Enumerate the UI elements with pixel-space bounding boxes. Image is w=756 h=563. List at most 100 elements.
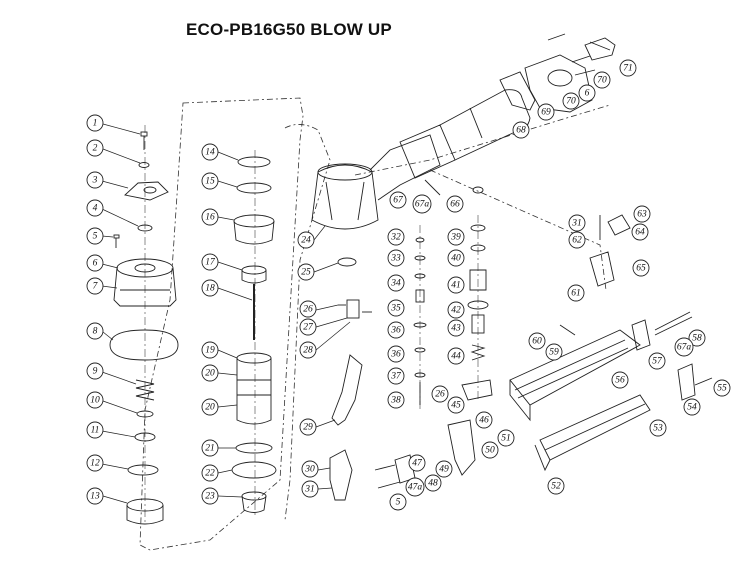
callout-circle [86, 277, 104, 295]
callout-label: 31 [571, 219, 582, 229]
callout-53: 5 [389, 493, 407, 511]
callout-label: 57 [652, 357, 663, 367]
callout-circle [578, 84, 596, 102]
part-piston-17 [241, 265, 267, 284]
callout-label: 36 [390, 326, 401, 336]
callout-circle [446, 195, 464, 213]
callout-15: 15 [201, 172, 219, 190]
callout-circle [86, 139, 104, 157]
callout-circle [387, 345, 405, 363]
part-cylinder-19-20 [236, 352, 272, 425]
callout-48: 26 [431, 385, 449, 403]
callout-circle [299, 418, 317, 436]
callout-label: 42 [451, 306, 461, 316]
part-oring-21 [235, 442, 273, 454]
callout-78: 70 [562, 92, 580, 110]
callout-circle [389, 493, 407, 511]
part-screws-misc [424, 33, 596, 336]
callout-label: 49 [439, 465, 449, 475]
callout-19: 19 [201, 341, 219, 359]
callout-circle [201, 172, 219, 190]
callout-circle [447, 249, 465, 267]
callout-label: 39 [450, 233, 461, 243]
callout-label: 7 [93, 282, 99, 292]
callout-circle [713, 379, 731, 397]
callout-label: 3 [92, 176, 98, 186]
part-bumper-13 [126, 498, 164, 525]
callout-label: 20 [205, 403, 215, 413]
callout-label: 46 [479, 416, 489, 426]
callout-circle [86, 171, 104, 189]
callout-circle [86, 454, 104, 472]
part-body-24 [311, 134, 441, 230]
callout-label: 67a [415, 200, 430, 210]
callout-group: 1234567891011121314151617181920202122232… [86, 59, 731, 511]
callout-77: 69 [537, 103, 555, 121]
callout-label: 59 [549, 348, 559, 358]
callout-55: 50 [481, 441, 499, 459]
callout-71: 64 [631, 223, 649, 241]
group-outline-middle [284, 124, 331, 521]
callout-69: 31 [568, 214, 586, 232]
callout-circle [299, 341, 317, 359]
callout-circle [447, 396, 465, 414]
callout-circle [545, 343, 563, 361]
part-trigger-29 [331, 354, 363, 426]
callout-circle [389, 191, 407, 209]
callout-label: 5 [396, 498, 401, 508]
callout-68: 62 [568, 231, 586, 249]
callout-label: 40 [451, 254, 461, 264]
callout-label: 4 [93, 204, 98, 214]
callout-33: 32 [387, 228, 405, 246]
callout-circle [86, 421, 104, 439]
callout-36: 35 [387, 299, 405, 317]
part-safety-30 [329, 449, 353, 501]
callout-label: 51 [501, 434, 511, 444]
callout-circle [387, 274, 405, 292]
part-latch-61-65 [589, 214, 631, 287]
callout-20: 20 [201, 364, 219, 382]
part-screw-5 [113, 234, 120, 248]
callout-circle [86, 199, 104, 217]
callout-66: 60 [528, 332, 546, 350]
part-rail-52 [534, 444, 551, 472]
callout-label: 55 [717, 384, 727, 394]
callout-50: 47 [408, 454, 426, 472]
callout-label: 67a [677, 343, 692, 353]
callout-label: 8 [93, 327, 98, 337]
callout-circle [387, 228, 405, 246]
callout-43: 41 [447, 276, 465, 294]
callout-label: 1 [93, 119, 98, 129]
callout-8: 8 [86, 322, 104, 340]
callout-circle [528, 332, 546, 350]
callout-circle [447, 347, 465, 365]
callout-label: 12 [90, 459, 100, 469]
callout-circle [562, 92, 580, 110]
callout-circle [481, 441, 499, 459]
callout-16: 16 [201, 208, 219, 226]
callout-label: 58 [692, 334, 702, 344]
part-handle [399, 89, 531, 179]
callout-31: 30 [301, 460, 319, 478]
part-rod-58 [654, 311, 693, 336]
callout-52: 49 [435, 460, 453, 478]
callout-circle [537, 103, 555, 121]
callout-47: 45 [447, 396, 465, 414]
part-air-fitting-71 [584, 37, 616, 61]
callout-39: 37 [387, 367, 405, 385]
callout-label: 60 [532, 337, 542, 347]
callout-label: 61 [571, 289, 581, 299]
callout-73: 66 [446, 195, 464, 213]
callout-79: 6 [578, 84, 596, 102]
part-oring-10 [136, 410, 154, 418]
callout-7: 7 [86, 277, 104, 295]
callout-circle [424, 474, 442, 492]
callout-label: 6 [93, 259, 98, 269]
callout-circle [201, 253, 219, 271]
part-washer-2 [138, 162, 150, 168]
callout-9: 9 [86, 362, 104, 380]
callout-67: 61 [567, 284, 585, 302]
callout-81: 71 [619, 59, 637, 77]
callout-label: 47 [412, 459, 423, 469]
callout-label: 20 [205, 369, 215, 379]
